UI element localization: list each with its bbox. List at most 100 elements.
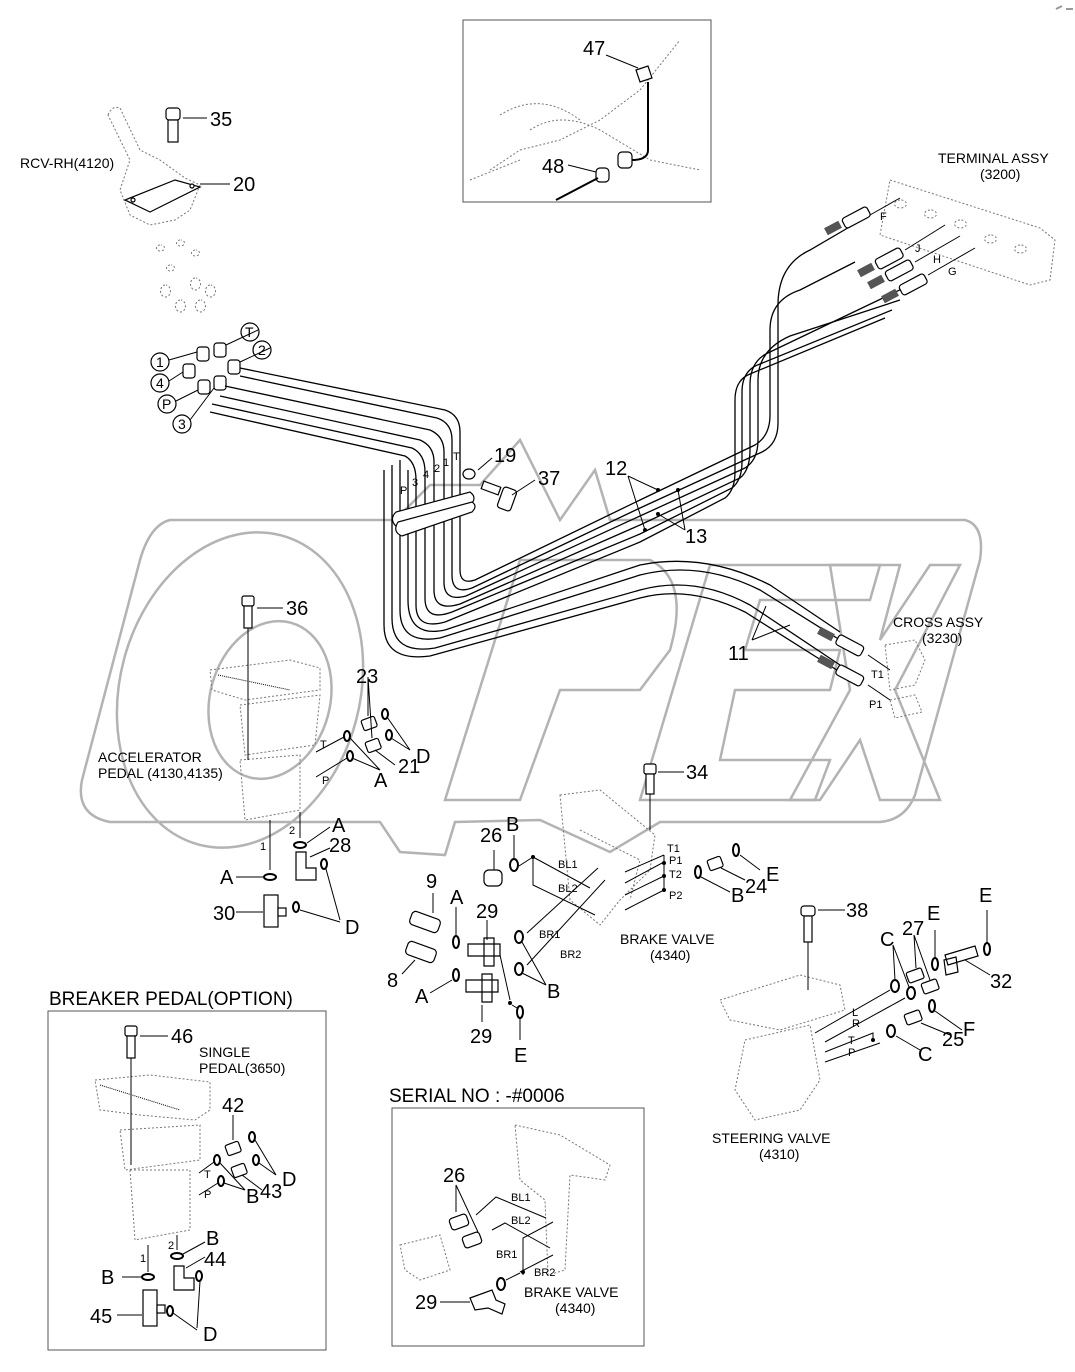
port-T1: T1 — [871, 669, 884, 681]
fitting-T1 — [817, 626, 865, 657]
callout-12: 12 — [605, 458, 627, 480]
serial-inset-title: SERIAL NO : -#0006 — [389, 1086, 565, 1107]
tube-label-P: P — [400, 485, 407, 497]
steer-port-P: P — [848, 1047, 855, 1059]
label-steering-2: (4310) — [759, 1146, 799, 1162]
tee-29-upper — [467, 937, 501, 967]
bolt-35-head — [165, 107, 181, 121]
seal-E-steer-1: E — [927, 903, 940, 925]
tee-32 — [943, 945, 979, 976]
breaker-port-1: 1 — [140, 1253, 146, 1265]
switch-9 — [409, 910, 441, 934]
callout-44: 44 — [204, 1249, 226, 1271]
callout-23: 23 — [356, 666, 378, 688]
fitting-42 — [224, 1140, 242, 1157]
clamp-19-bolt-37: 19 37 — [391, 445, 560, 537]
label-accel-1: ACCELERATOR — [98, 749, 202, 765]
seal-B-brk-1: B — [246, 1186, 259, 1208]
fitting-23 — [360, 715, 378, 732]
switches-and-tees: 9 8 A A 29 29 B E — [387, 871, 560, 1067]
brake-port-T1: T1 — [667, 843, 680, 855]
terminal-assy: TERMINAL ASSY (3200) F J H G — [869, 150, 1056, 286]
plug-26 — [483, 869, 503, 887]
callout-30: 30 — [213, 903, 235, 925]
callout-42: 42 — [222, 1095, 244, 1117]
label-cross-1: CROSS ASSY — [893, 614, 984, 630]
inset-frame — [462, 19, 712, 203]
callout-8: 8 — [387, 970, 398, 992]
serial-port-BL2: BL2 — [511, 1215, 531, 1227]
port-P: P — [162, 396, 171, 412]
rcv-plate-20 — [123, 179, 202, 213]
watermark-opex — [79, 437, 983, 857]
callout-13: 13 — [685, 526, 707, 548]
callout-29-upper: 29 — [476, 901, 498, 923]
tube-label-3: 3 — [412, 477, 418, 489]
seal-E-brake-2: E — [514, 1045, 527, 1067]
seal-B-brk-2: B — [206, 1228, 219, 1250]
callout-36: 36 — [286, 598, 308, 620]
fitting-24 — [706, 855, 724, 872]
brake-valve: 34 BRAKE VALVE (4340) — [559, 762, 714, 963]
port-T: T — [245, 324, 254, 340]
brake-fittings: 26 B B 24 E — [480, 814, 779, 907]
fitting-26-serial-a — [448, 1213, 470, 1231]
fitting-27a — [905, 967, 925, 984]
seal-C-steer-1: C — [880, 929, 894, 951]
seal-B-brake-1: B — [506, 814, 519, 836]
rcv-port-fittings — [182, 342, 241, 395]
fitting-F — [824, 206, 871, 236]
brake-port-P2: P2 — [669, 890, 682, 902]
callout-43: 43 — [260, 1181, 282, 1203]
elbow-28 — [295, 851, 317, 881]
label-cross-2: (3230) — [922, 630, 962, 646]
port-G: G — [948, 266, 957, 278]
callout-26-serial: 26 — [443, 1165, 465, 1187]
seal-A-sw-1: A — [450, 887, 464, 909]
bolt-46-head — [124, 1025, 138, 1037]
seal-C-steer-2: C — [918, 1044, 932, 1066]
bolt-36-head — [241, 595, 255, 607]
grommet — [617, 151, 633, 169]
callout-47: 47 — [583, 38, 605, 60]
label-brake-1: BRAKE VALVE — [620, 931, 714, 947]
port-4: 4 — [156, 375, 164, 391]
port-3: 3 — [178, 416, 186, 432]
brake-port-BL2: BL2 — [558, 883, 578, 895]
accel-lower-fittings: 1 2 A 28 A 30 D — [213, 812, 359, 939]
inset-breaker-pedal: BREAKER PEDAL(OPTION) 46 SINGLE PEDAL(36… — [47, 989, 327, 1351]
seal-A-accel-2: A — [332, 815, 346, 837]
accel-port-T: T — [320, 739, 327, 751]
fitting-27b — [920, 978, 940, 995]
label-accel-2: PEDAL (4130,4135) — [98, 765, 223, 781]
callout-27: 27 — [902, 918, 924, 940]
tube-label-4: 4 — [423, 469, 429, 481]
seal-A-sw-2: A — [415, 986, 429, 1008]
port-1: 1 — [156, 354, 164, 370]
breaker-port-T: T — [204, 1169, 211, 1181]
elbow-44 — [173, 1265, 195, 1291]
brake-port-BL1: BL1 — [558, 859, 578, 871]
tube-label-T: T — [453, 451, 460, 463]
fitting-43 — [230, 1162, 248, 1179]
steer-port-L: L — [852, 1007, 858, 1019]
callout-25: 25 — [942, 1029, 964, 1051]
fitting-G — [881, 273, 928, 304]
seal-D-brk-2: D — [203, 1324, 217, 1346]
steer-port-R: R — [852, 1018, 860, 1030]
tube-bundle — [209, 221, 909, 673]
callout-29-lower: 29 — [470, 1026, 492, 1048]
seal-A-accel-3: A — [220, 867, 234, 889]
bolt-38-head — [800, 905, 816, 917]
clamp-47 — [635, 65, 653, 83]
accel-fittings: T P 23 21 D A — [315, 666, 430, 792]
brake-port-BR1: BR1 — [539, 929, 560, 941]
callout-26: 26 — [480, 825, 502, 847]
grommet-48 — [595, 167, 610, 183]
serial-inset-frame — [391, 1107, 645, 1347]
callout-37: 37 — [538, 468, 560, 490]
label-terminal-1: TERMINAL ASSY — [938, 150, 1049, 166]
tube-end-fittings — [817, 206, 928, 687]
label-rcv: RCV-RH(4120) — [20, 155, 114, 171]
steering-fittings: C 27 E E 32 F 25 C — [880, 885, 1012, 1066]
